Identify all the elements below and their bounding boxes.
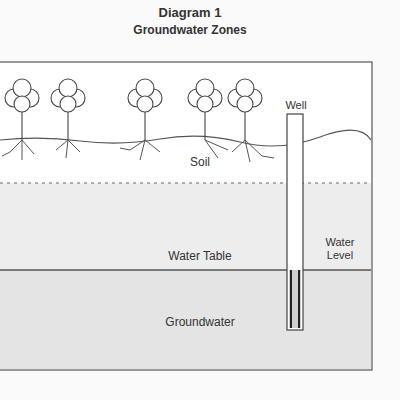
frame xyxy=(0,62,372,370)
zone-label: Soil xyxy=(188,156,212,170)
tree xyxy=(51,79,85,140)
groundwater-zone xyxy=(0,270,371,369)
well-water-label: Water Level xyxy=(318,236,362,261)
zone-label: Groundwater xyxy=(163,316,236,330)
tree xyxy=(188,79,222,140)
zone-label: Water Table xyxy=(166,250,233,264)
well xyxy=(287,114,303,330)
tree xyxy=(228,79,262,140)
tree xyxy=(128,79,162,140)
subtitle: Groundwater Zones xyxy=(133,24,246,38)
ground-surface xyxy=(0,130,371,146)
tree-roots xyxy=(2,140,274,162)
water-table-line xyxy=(0,269,371,270)
unsaturated-zone xyxy=(0,183,371,270)
soil-boundary xyxy=(0,182,371,183)
well-label: Well xyxy=(285,99,306,112)
diagram-title: Diagram 1 xyxy=(159,6,222,21)
tree xyxy=(5,79,39,140)
trees xyxy=(5,79,262,140)
